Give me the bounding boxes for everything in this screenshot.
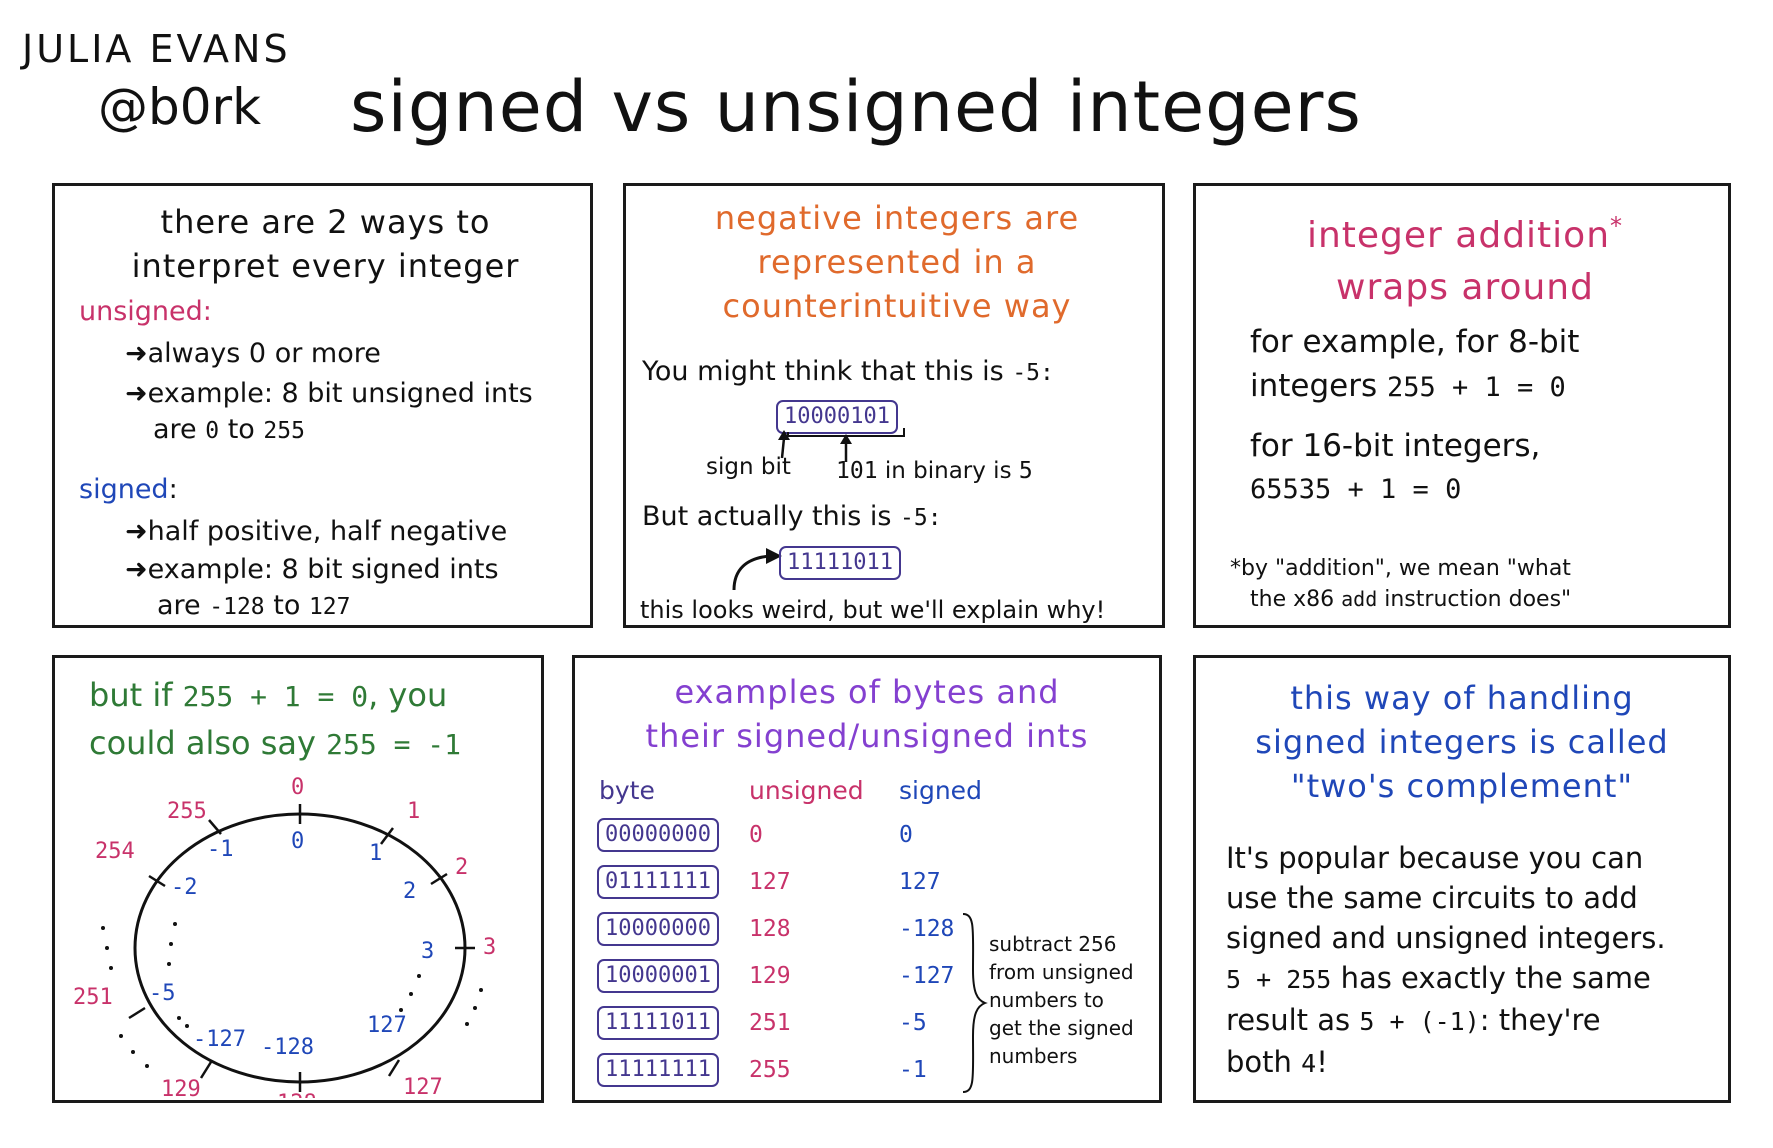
outer-label-127: 127 <box>403 1075 443 1098</box>
think-line: You might think that this is -5: <box>642 356 1054 387</box>
panel2-heading: negative integers are represented in a c… <box>714 199 1080 325</box>
inner-label-neg2: -2 <box>171 875 198 900</box>
unsigned-range: are 0 to 255 <box>153 414 305 445</box>
panel-byte-examples: examples of bytes and their signed/unsig… <box>572 655 1162 1103</box>
author-handle: @b0rk <box>98 78 262 136</box>
inner-label-neg5: -5 <box>149 981 176 1006</box>
cell-unsigned: 0 <box>749 822 763 848</box>
panel-integer-addition: integer addition* wraps around for examp… <box>1193 183 1731 628</box>
inner-label-neg127: -127 <box>193 1027 246 1052</box>
example-8bit: for example, for 8-bit integers 255 + 1 … <box>1250 324 1580 404</box>
cell-signed: -5 <box>899 1010 927 1036</box>
panel1-heading: there are 2 ways to interpret every inte… <box>131 203 520 285</box>
table-row: 11111111 <box>597 1053 719 1087</box>
asterisk-icon: * <box>1230 556 1241 581</box>
outer-label-251: 251 <box>73 985 113 1010</box>
inner-label-neg1: -1 <box>207 837 234 862</box>
outer-label-3: 3 <box>483 935 496 960</box>
col-header-signed: signed <box>899 776 982 805</box>
inner-label-0: 0 <box>291 829 304 854</box>
cell-signed: 127 <box>899 869 941 895</box>
outer-label-129: 129 <box>161 1077 201 1098</box>
byte-10000101: 10000101 <box>776 400 898 434</box>
signed-range: are -128 to 127 <box>157 590 351 621</box>
cell-unsigned: 129 <box>749 963 791 989</box>
sign-bit-label: sign bit <box>706 454 791 480</box>
inner-label-127: 127 <box>367 1013 407 1038</box>
table-row: 00000000 <box>597 818 719 852</box>
curved-arrow-icon <box>732 548 782 591</box>
footnote: *by "addition", we mean "what the x86 ad… <box>1230 556 1572 612</box>
panel-wraparound-circle: but if 255 + 1 = 0, you could also say 2… <box>52 655 544 1103</box>
outer-label-2: 2 <box>455 855 468 880</box>
inner-label-2: 2 <box>403 879 416 904</box>
cell-signed: -128 <box>899 916 955 942</box>
cell-unsigned: 127 <box>749 869 791 895</box>
panel4-heading: but if 255 + 1 = 0, you could also say 2… <box>89 676 461 762</box>
example-16bit: for 16-bit integers, 65535 + 1 = 0 <box>1250 428 1541 505</box>
signed-item-1: ➜half positive, half negative <box>125 516 508 547</box>
col-header-unsigned: unsigned <box>749 776 864 805</box>
panel-twos-complement: this way of handling signed integers is … <box>1193 655 1731 1103</box>
byte-11111011: 11111011 <box>779 546 901 580</box>
page-title: signed vs unsigned integers <box>350 66 1362 148</box>
outer-label-128: 128 <box>277 1091 317 1098</box>
author-name: JULIA EVANS <box>22 27 291 71</box>
outer-label-1: 1 <box>407 799 420 824</box>
binary-label: 101 in binary is 5 <box>836 458 1033 484</box>
table-row: 11111011 <box>597 1006 719 1040</box>
panel2-footer: this looks weird, but we'll explain why! <box>640 596 1106 624</box>
annotation-arrows <box>778 428 905 462</box>
cell-unsigned: 128 <box>749 916 791 942</box>
panel6-heading: this way of handling signed integers is … <box>1255 679 1669 805</box>
outer-label-254: 254 <box>95 839 135 864</box>
cell-unsigned: 255 <box>749 1057 791 1083</box>
inner-label-1: 1 <box>369 841 382 866</box>
panel6-body: It's popular because you can use the sam… <box>1226 841 1666 1079</box>
up-arrow-icon <box>780 437 786 459</box>
panel-negative-integers: negative integers are represented in a c… <box>623 183 1165 628</box>
signed-item-2: ➜example: 8 bit signed ints <box>125 554 499 585</box>
panel3-heading: integer addition* wraps around <box>1306 212 1624 308</box>
circle-diagram: 0 1 2 3 127 128 129 251 254 255 0 1 2 3 … <box>73 775 496 1098</box>
subtract-note: subtract 256 from unsigned numbers to ge… <box>989 932 1134 1068</box>
panel5-heading: examples of bytes and their signed/unsig… <box>645 673 1089 755</box>
arrow-right-icon: ➜ <box>125 516 148 547</box>
inner-label-neg128: -128 <box>261 1035 314 1060</box>
arrow-right-icon: ➜ <box>125 338 148 369</box>
outer-label-255: 255 <box>167 799 207 824</box>
arrow-right-icon: ➜ <box>125 554 148 585</box>
unsigned-label: unsigned: <box>79 296 212 327</box>
col-header-byte: byte <box>599 776 655 805</box>
table-row: 10000001 <box>597 959 719 993</box>
brace-icon <box>962 913 988 1093</box>
unsigned-item-1: ➜always 0 or more <box>125 338 381 369</box>
outer-label-0: 0 <box>291 775 304 800</box>
inner-label-3: 3 <box>421 939 434 964</box>
table-row: 10000000 <box>597 912 719 946</box>
cell-signed: 0 <box>899 822 913 848</box>
table-row: 01111111 <box>597 865 719 899</box>
signed-label: signed: <box>79 474 178 505</box>
arrow-right-icon: ➜ <box>125 378 148 409</box>
actual-line: But actually this is -5: <box>642 501 942 532</box>
cell-signed: -1 <box>899 1057 927 1083</box>
panel-two-interpretations: there are 2 ways to interpret every inte… <box>52 183 593 628</box>
cell-unsigned: 251 <box>749 1010 791 1036</box>
cell-signed: -127 <box>899 963 955 989</box>
unsigned-item-2: ➜example: 8 bit unsigned ints <box>125 378 533 409</box>
